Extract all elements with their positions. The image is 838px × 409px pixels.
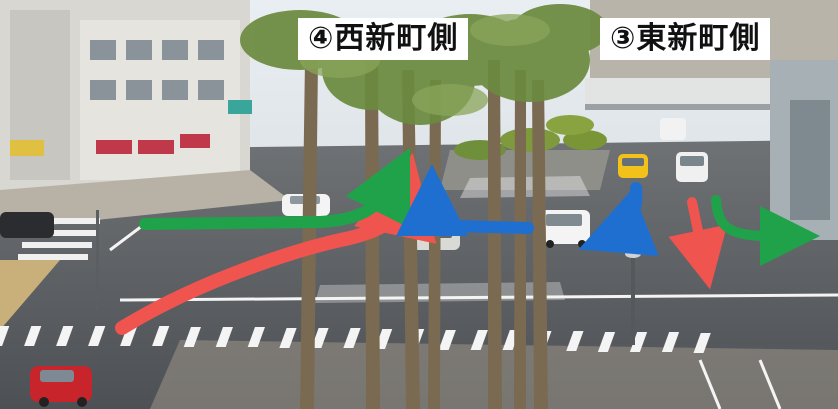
blue-arrow-right	[578, 182, 659, 257]
taxi	[618, 154, 648, 178]
red-car	[30, 366, 92, 407]
white-car-far	[660, 118, 686, 140]
west-side-label: ④西新町側	[298, 18, 469, 60]
east-side-label: ③東新町側	[600, 18, 771, 60]
sidewalk-corner	[0, 260, 60, 330]
signal-pole	[96, 210, 99, 310]
traffic-arrows	[115, 147, 820, 335]
green-arrow-right	[711, 195, 820, 266]
left-buildings	[0, 0, 252, 190]
crosswalk-left	[18, 218, 100, 260]
white-car-right	[676, 152, 708, 182]
sidewalk-left	[0, 170, 290, 230]
green-arrow-left	[139, 147, 411, 230]
blue-arrow-center	[396, 164, 534, 237]
white-van	[540, 210, 590, 248]
red-arrow-right	[668, 197, 728, 290]
dark-car-left	[0, 212, 54, 238]
